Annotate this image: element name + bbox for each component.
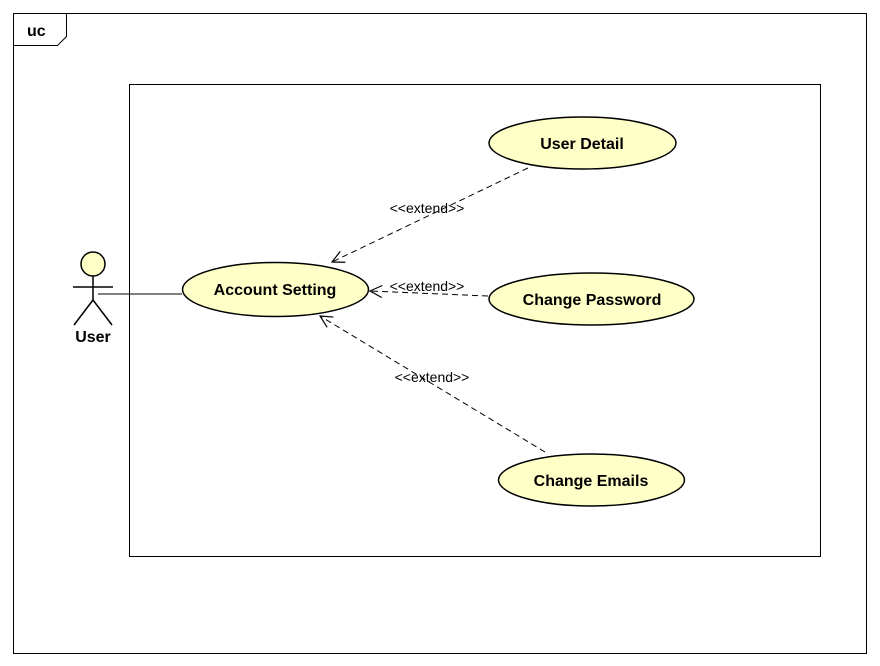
extend-label-change-emails: <<extend>>	[395, 369, 470, 385]
usecase-account-setting[interactable]: Account Setting	[181, 261, 370, 318]
usecase-change-emails[interactable]: Change Emails	[497, 453, 686, 507]
system-boundary	[129, 84, 821, 557]
actor-label: User	[75, 329, 111, 346]
extend-line-change-emails	[320, 316, 546, 453]
actor-user[interactable]: User	[73, 251, 113, 346]
usecase-change-password[interactable]: Change Password	[488, 272, 695, 326]
usecase-label: User Detail	[540, 136, 624, 153]
extend-line-user-detail	[332, 167, 529, 262]
extend-label-change-password: <<extend>>	[390, 278, 465, 294]
usecase-label: Account Setting	[214, 282, 337, 299]
usecase-user-detail[interactable]: User Detail	[488, 116, 677, 170]
usecase-label: Change Emails	[534, 473, 649, 490]
frame-label: uc	[27, 23, 46, 40]
frame-name-tab	[13, 13, 67, 46]
usecase-label: Change Password	[523, 292, 662, 309]
extend-label-user-detail: <<extend>>	[390, 200, 465, 216]
stick-figure-icon	[73, 251, 113, 326]
